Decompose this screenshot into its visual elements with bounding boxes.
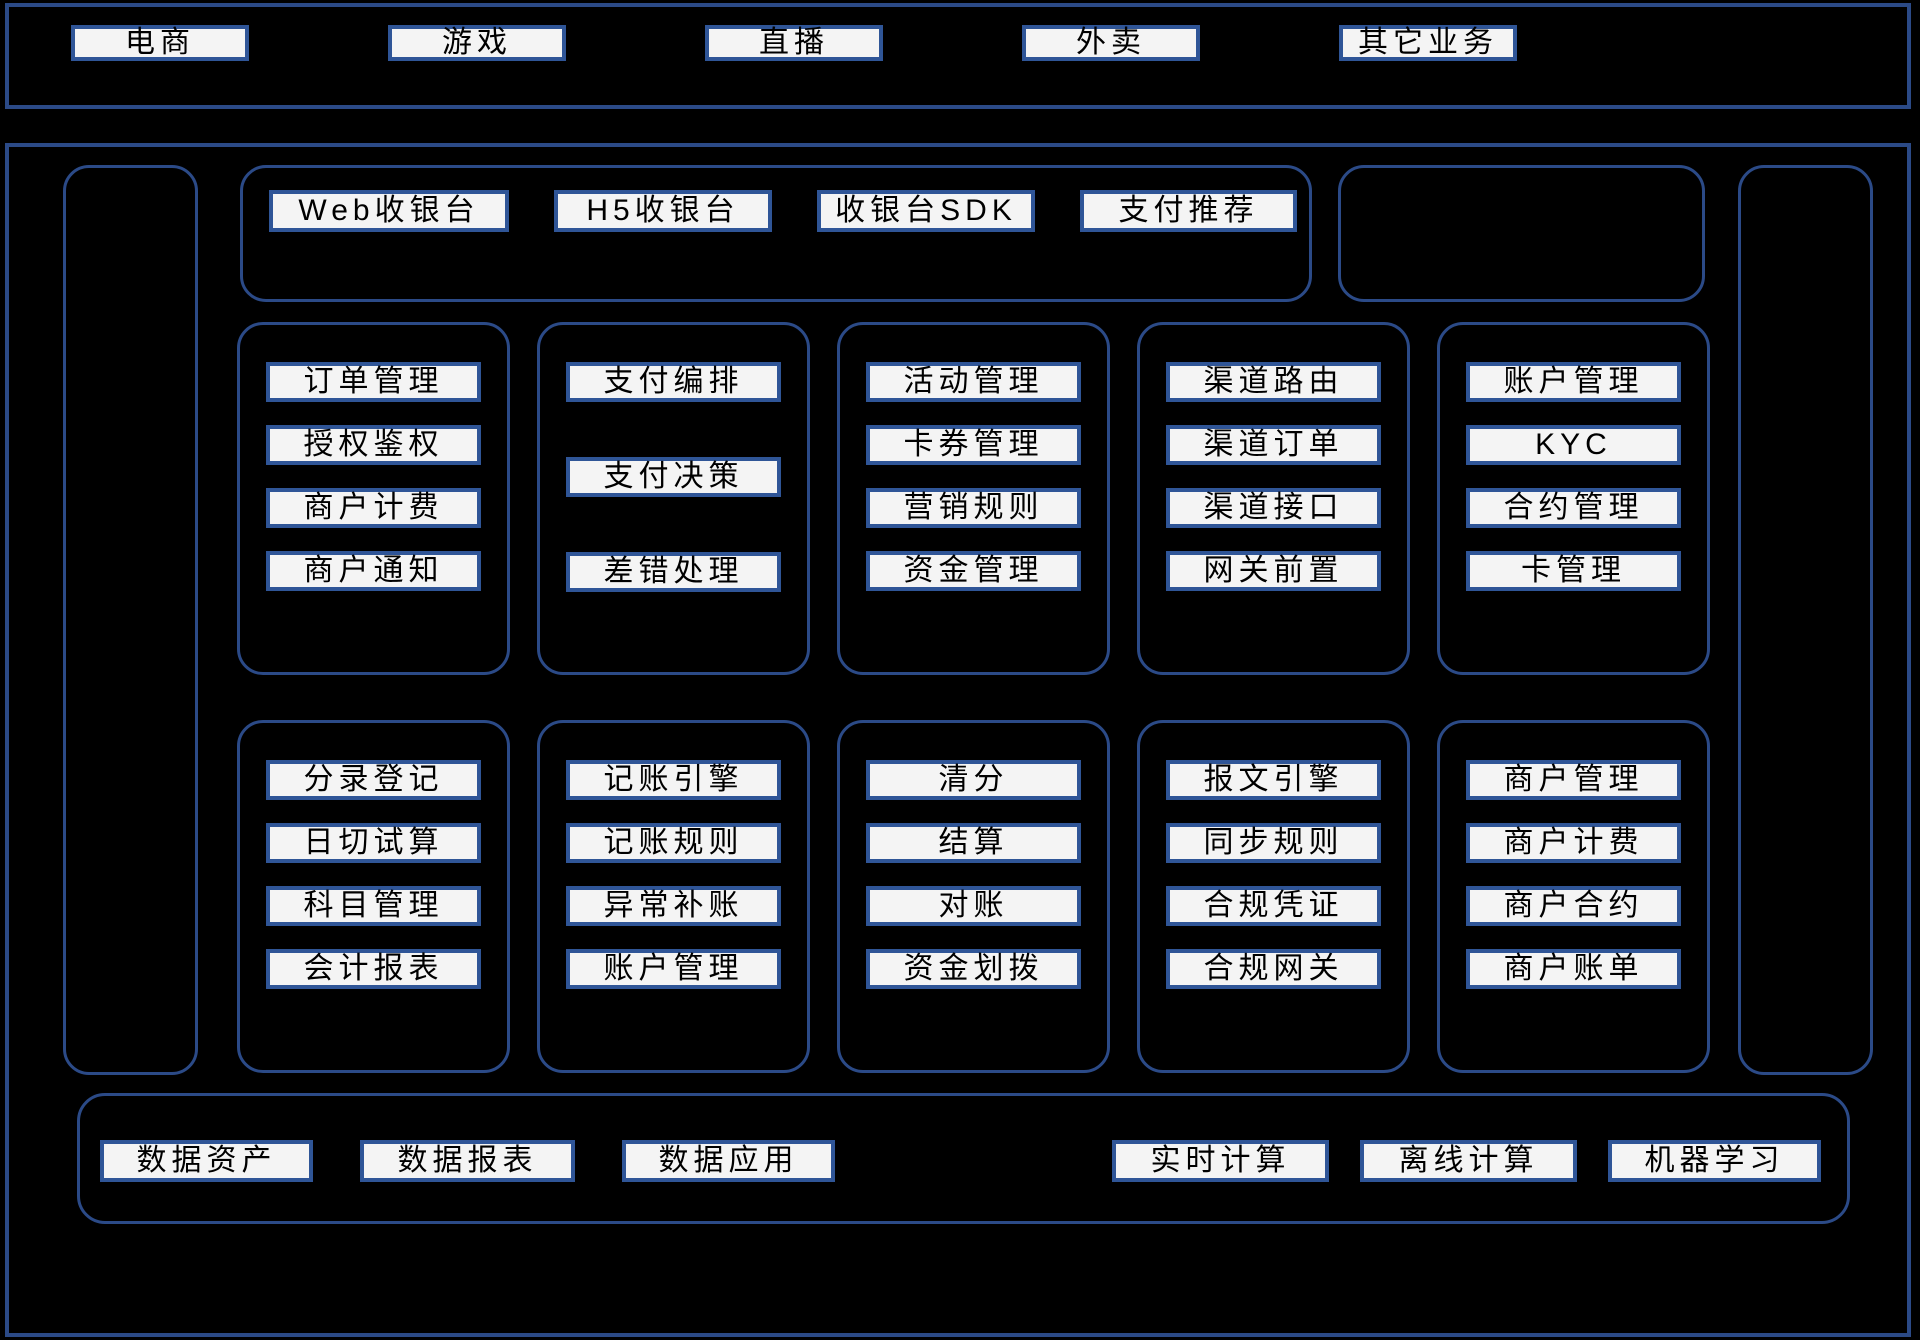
business-box: 电商 <box>71 25 249 61</box>
module-box: 卡券管理 <box>866 425 1081 465</box>
empty-top-container <box>1338 165 1705 302</box>
module-box: KYC <box>1466 425 1681 465</box>
service-column-container: 订单管理授权鉴权商户计费商户通知 <box>237 322 510 675</box>
business-box: 其它业务 <box>1339 25 1517 61</box>
cashier-access-container: Web收银台 H5收银台 收银台SDK 支付推荐 <box>240 165 1312 302</box>
module-box: 商户管理 <box>1466 760 1681 800</box>
module-box: 商户计费 <box>266 488 481 528</box>
module-box: 记账规则 <box>566 823 781 863</box>
module-box: 资金管理 <box>866 551 1081 591</box>
module-box: 记账引擎 <box>566 760 781 800</box>
module-box: 差错处理 <box>566 552 781 592</box>
access-box: H5收银台 <box>554 190 772 232</box>
service-column-container: 商户管理商户计费商户合约商户账单 <box>1437 720 1710 1073</box>
data-platform-container: 数据资产 数据报表 数据应用 实时计算离线计算机器学习 <box>77 1093 1850 1224</box>
service-column-container: 活动管理卡券管理营销规则资金管理 <box>837 322 1110 675</box>
module-box: 科目管理 <box>266 886 481 926</box>
module-box: 结算 <box>866 823 1081 863</box>
module-box: 支付编排 <box>566 362 781 402</box>
business-layer-section: 电商 游戏 直播 外卖 其它业务 <box>5 3 1911 109</box>
module-box: 日切试算 <box>266 823 481 863</box>
access-box: Web收银台 <box>269 190 509 232</box>
module-box: 资金划拨 <box>866 949 1081 989</box>
module-box: 商户合约 <box>1466 886 1681 926</box>
business-row: 电商 游戏 直播 外卖 其它业务 <box>9 7 1907 105</box>
module-box: 合规网关 <box>1166 949 1381 989</box>
business-box: 直播 <box>705 25 883 61</box>
data-platform-left-group: 数据资产 数据报表 数据应用 <box>100 1140 835 1182</box>
module-box: 商户计费 <box>1466 823 1681 863</box>
module-box: 报文引擎 <box>1166 760 1381 800</box>
module-box: 营销规则 <box>866 488 1081 528</box>
data-module-box: 机器学习 <box>1608 1140 1821 1182</box>
module-box: 合规凭证 <box>1166 886 1381 926</box>
service-grid-row-2: 分录登记日切试算科目管理会计报表记账引擎记账规则异常补账账户管理清分结算对账资金… <box>237 720 1710 1073</box>
service-column-container: 报文引擎同步规则合规凭证合规网关 <box>1137 720 1410 1073</box>
module-box: 同步规则 <box>1166 823 1381 863</box>
module-box: 会计报表 <box>266 949 481 989</box>
module-box: 清分 <box>866 760 1081 800</box>
module-box: 渠道接口 <box>1166 488 1381 528</box>
left-sidebar-container <box>63 165 198 1075</box>
module-box: 商户账单 <box>1466 949 1681 989</box>
module-box: 账户管理 <box>1466 362 1681 402</box>
module-box: 授权鉴权 <box>266 425 481 465</box>
module-box: 渠道路由 <box>1166 362 1381 402</box>
access-box: 收银台SDK <box>817 190 1035 232</box>
module-box: 渠道订单 <box>1166 425 1381 465</box>
service-column-container: 分录登记日切试算科目管理会计报表 <box>237 720 510 1073</box>
module-box: 分录登记 <box>266 760 481 800</box>
access-box: 支付推荐 <box>1080 190 1297 232</box>
module-box: 对账 <box>866 886 1081 926</box>
service-column-container: 记账引擎记账规则异常补账账户管理 <box>537 720 810 1073</box>
service-column-container: 清分结算对账资金划拨 <box>837 720 1110 1073</box>
service-column-container: 支付编排支付决策差错处理 <box>537 322 810 675</box>
service-column-container: 账户管理 KYC 合约管理卡管理 <box>1437 322 1710 675</box>
module-box: 账户管理 <box>566 949 781 989</box>
right-sidebar-container <box>1738 165 1873 1075</box>
data-module-box: 数据应用 <box>622 1140 835 1182</box>
module-box: 网关前置 <box>1166 551 1381 591</box>
business-box: 游戏 <box>388 25 566 61</box>
data-platform-right-group: 实时计算离线计算机器学习 <box>1112 1140 1821 1182</box>
module-box: 合约管理 <box>1466 488 1681 528</box>
module-box: 异常补账 <box>566 886 781 926</box>
data-module-box: 数据报表 <box>360 1140 575 1182</box>
data-module-box: 离线计算 <box>1360 1140 1577 1182</box>
module-box: 订单管理 <box>266 362 481 402</box>
module-box: 活动管理 <box>866 362 1081 402</box>
business-box: 外卖 <box>1022 25 1200 61</box>
module-box: 支付决策 <box>566 457 781 497</box>
data-module-box: 实时计算 <box>1112 1140 1329 1182</box>
service-column-container: 渠道路由渠道订单渠道接口网关前置 <box>1137 322 1410 675</box>
data-module-box: 数据资产 <box>100 1140 313 1182</box>
module-box: 商户通知 <box>266 551 481 591</box>
module-box: 卡管理 <box>1466 551 1681 591</box>
service-grid-row-1: 订单管理授权鉴权商户计费商户通知支付编排支付决策差错处理活动管理卡券管理营销规则… <box>237 322 1710 675</box>
